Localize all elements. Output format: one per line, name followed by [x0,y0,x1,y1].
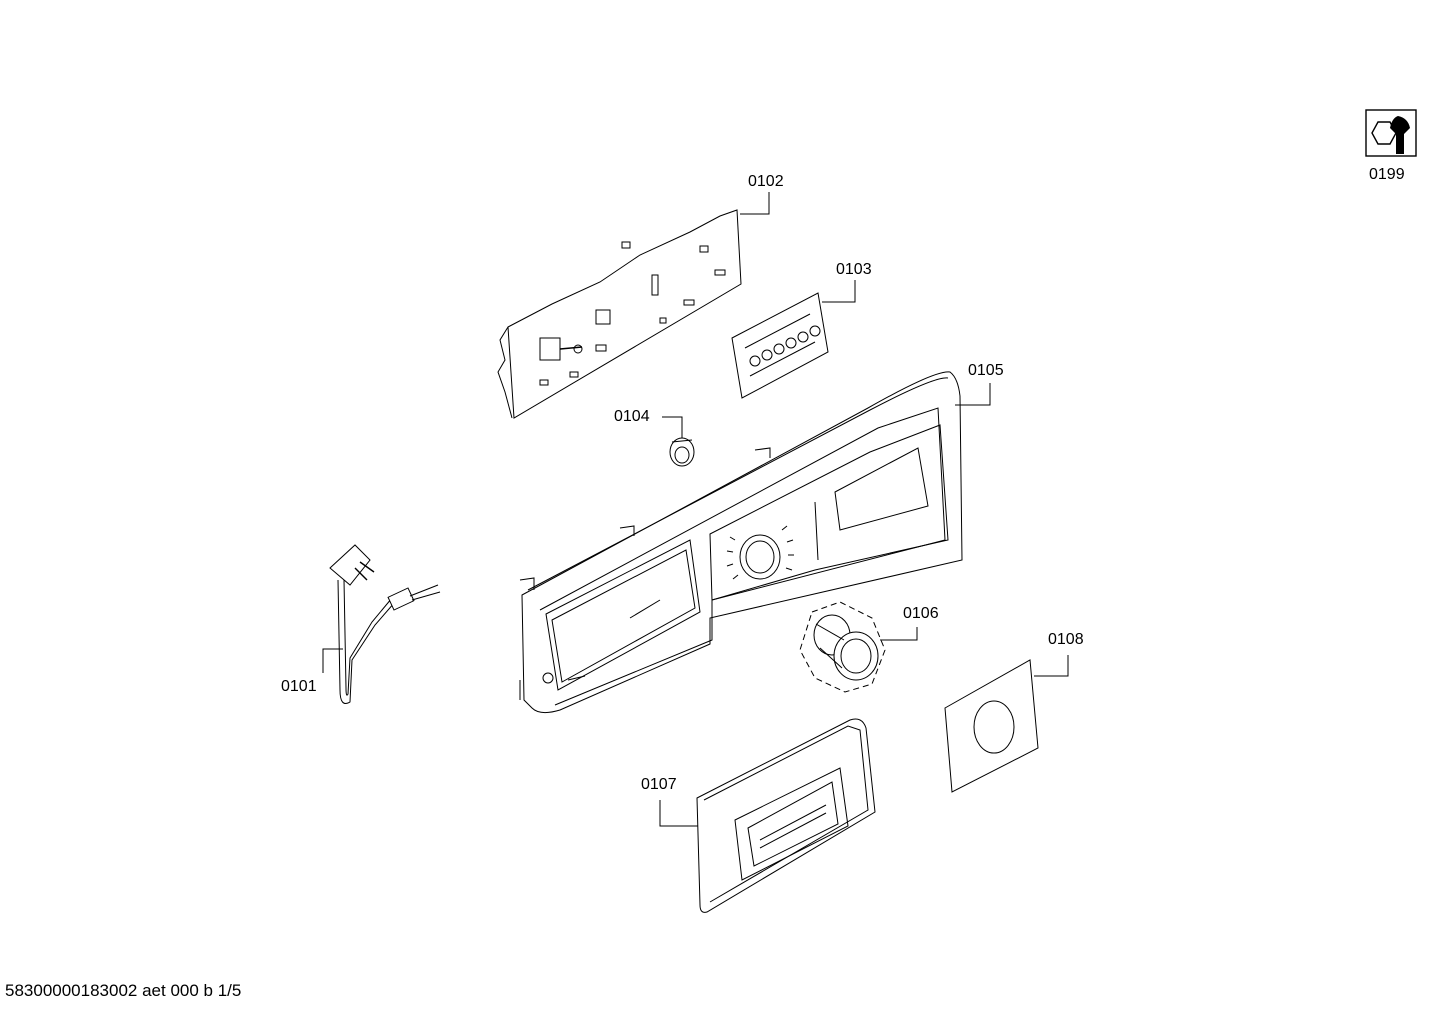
mains-cable [329,544,441,704]
document-id: 58300000183002 aet 000 b 1/5 [5,981,242,1000]
wrench-nut-icon [1365,109,1417,157]
part-label-0105: 0105 [968,362,1004,379]
part-label-0106: 0106 [903,605,939,622]
part-label-0199: 0199 [1369,166,1405,183]
program-selector-knob [799,601,886,693]
control-panel-fascia [519,371,963,714]
part-label-0102: 0102 [748,173,784,190]
part-label-0101: 0101 [281,678,317,695]
electronic-module [497,209,742,419]
button-foil [731,292,829,399]
part-label-0104: 0104 [614,408,650,425]
knob-adapter [669,437,695,467]
knob-cover-foil [944,659,1039,793]
detergent-drawer-handle [696,718,876,913]
part-label-0103: 0103 [836,261,872,278]
part-label-0107: 0107 [641,776,677,793]
part-label-0108: 0108 [1048,631,1084,648]
